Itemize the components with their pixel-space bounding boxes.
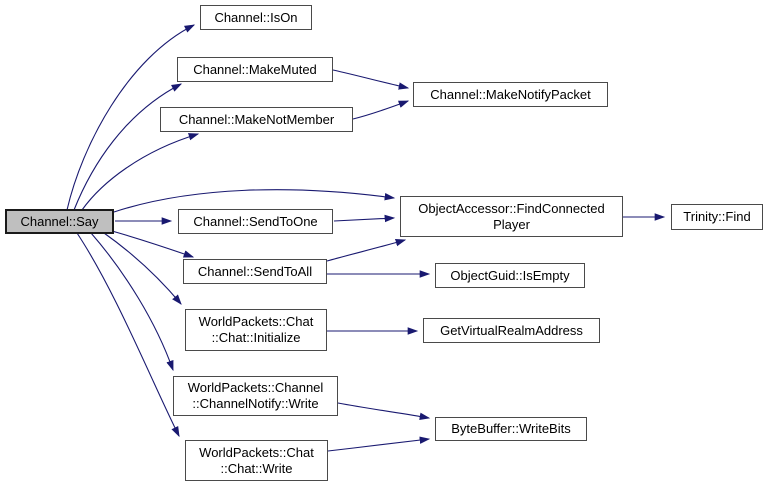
node-label-line: ::ChannelNotify::Write (192, 396, 319, 411)
node-label-line: Channel::MakeNotifyPacket (430, 86, 591, 102)
node-channel-makemuted[interactable]: Channel::MakeMuted (177, 57, 333, 82)
node-channel-ison[interactable]: Channel::IsOn (200, 5, 312, 30)
edge-group (66, 24, 666, 452)
node-label-line: Channel::MakeMuted (193, 61, 317, 77)
node-worldpackets-chat-initialize[interactable]: WorldPackets::Chat::Chat::Initialize (185, 309, 327, 351)
node-label-line: WorldPackets::Chat (198, 314, 314, 329)
node-trinity-find[interactable]: Trinity::Find (671, 204, 763, 230)
node-label-line: WorldPackets::Channel (187, 380, 324, 395)
node-label-line: ByteBuffer::WriteBits (451, 421, 571, 436)
edge-channel-sendtoall-to-objectaccessor-findconnectedplayer (326, 239, 407, 262)
node-channel-sendtoall[interactable]: Channel::SendToAll (183, 259, 327, 284)
edge-channel-say-to-channel-ison (66, 24, 196, 211)
node-label-line: Channel::SendToAll (197, 263, 313, 279)
node-channel-makenotifypacket[interactable]: Channel::MakeNotifyPacket (413, 82, 608, 107)
edge-channel-say-to-channel-makemuted (73, 83, 183, 211)
node-channel-sendtoone[interactable]: Channel::SendToOne (178, 209, 333, 234)
node-worldpackets-chat-write[interactable]: WorldPackets::Chat::Chat::Write (185, 440, 328, 481)
node-label-line: Channel::IsOn (214, 9, 298, 25)
node-bytebuffer-writebits[interactable]: ByteBuffer::WriteBits (435, 417, 587, 441)
node-channel-makenotmember[interactable]: Channel::MakeNotMember (160, 107, 353, 132)
node-label-line: ::Chat::Write (220, 460, 293, 476)
node-getvirtualrealmaddress[interactable]: GetVirtualRealmAddress (423, 318, 600, 343)
node-channel-say[interactable]: Channel::Say (5, 209, 114, 234)
edge-channel-makemuted-to-channel-makenotifypacket (332, 69, 410, 90)
node-worldpackets-channelnotify-write[interactable]: WorldPackets::Channel::ChannelNotify::Wr… (173, 376, 338, 416)
node-label-line: Channel::MakeNotMember (178, 111, 335, 127)
edge-channel-sendtoone-to-objectaccessor-findconnectedplayer (333, 214, 396, 223)
edge-worldpackets-channelnotify-write-to-bytebuffer-writebits (337, 402, 431, 421)
edge-channel-say-to-channel-sendtoall (111, 230, 195, 258)
edge-channel-say-to-worldpackets-chat-initialize (103, 232, 182, 305)
node-label-line: Channel::SendToOne (193, 213, 318, 229)
edge-channel-makenotmember-to-channel-makenotifypacket (352, 100, 410, 120)
edge-channel-say-to-worldpackets-channelnotify-write (90, 232, 174, 372)
edge-channel-say-to-channel-makenotmember (81, 133, 200, 211)
node-label-line: ObjectGuid::IsEmpty (450, 267, 570, 283)
node-label-line: Channel::Say (20, 213, 99, 229)
node-objectguid-isempty[interactable]: ObjectGuid::IsEmpty (435, 263, 585, 288)
node-label-line: GetVirtualRealmAddress (440, 322, 583, 338)
node-label-line: ObjectAccessor::FindConnected (418, 200, 605, 216)
node-label-line: WorldPackets::Chat (199, 444, 314, 460)
edge-channel-say-to-objectaccessor-findconnectedplayer (113, 189, 396, 213)
node-label-line: Player (493, 216, 530, 232)
node-label-line: Trinity::Find (683, 209, 751, 224)
edge-channel-say-to-worldpackets-chat-write (76, 232, 180, 438)
edge-worldpackets-chat-write-to-bytebuffer-writebits (327, 436, 431, 452)
node-label-line: ::Chat::Initialize (211, 330, 301, 345)
